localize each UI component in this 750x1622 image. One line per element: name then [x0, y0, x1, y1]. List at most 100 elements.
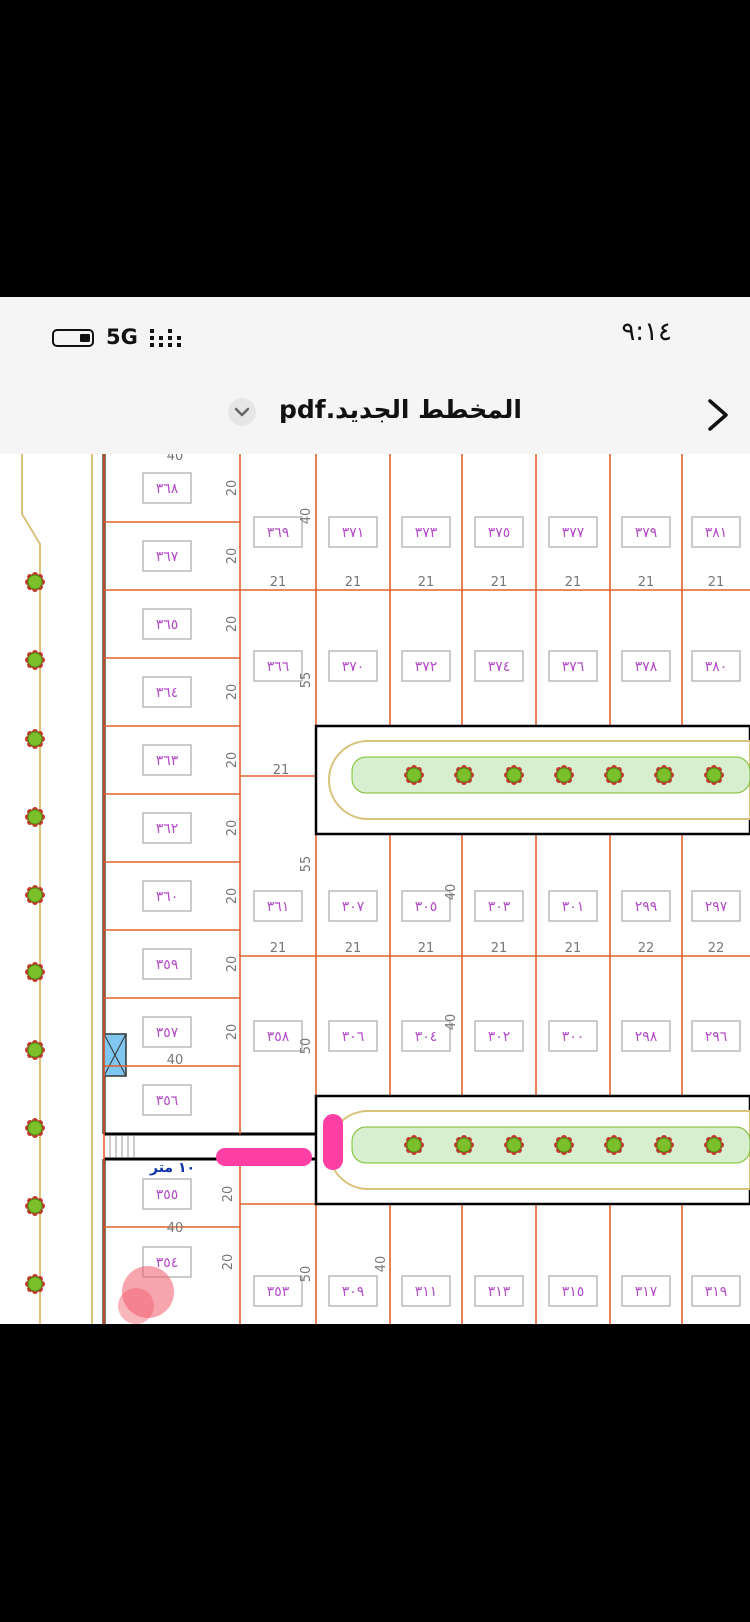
lot-number: ٣٨٠ [705, 659, 728, 675]
lot-number: ٣٧٧ [562, 525, 585, 541]
dimension-label: 20 [225, 548, 240, 565]
tree-icon [654, 765, 674, 785]
lot-number: ٣٧٣ [415, 525, 438, 541]
lot-number: ٣٥٣ [267, 1284, 290, 1300]
dimension-label: 20 [221, 1254, 236, 1271]
tree-icon [604, 765, 624, 785]
tree-icon [25, 650, 45, 670]
dimension-label: 21 [273, 763, 290, 778]
document-title[interactable]: المخطط الجديد.pdf [279, 395, 522, 424]
tree-icon [404, 1135, 424, 1155]
dimension-label: 40 [167, 1053, 184, 1068]
tree-icon [25, 962, 45, 982]
lot-number: ٣٥٧ [156, 1025, 179, 1041]
lot-number: ٣٦٥ [156, 617, 179, 633]
dimension-label: 20 [225, 752, 240, 769]
dimension-label: 21 [270, 575, 287, 590]
lot-number: ٣٦٨ [156, 481, 179, 497]
pink-highlight-marker [216, 1148, 312, 1166]
lot-number: ٣٦٩ [267, 525, 290, 541]
lot-number: ٣٦٢ [156, 821, 179, 837]
red-stain [122, 1266, 174, 1318]
lot-number: ٣٠٥ [415, 899, 438, 915]
lot-number: ٣٧١ [342, 525, 365, 541]
pink-highlight-marker [323, 1114, 343, 1170]
lot-number: ٣٠٩ [342, 1284, 365, 1300]
street-hatch [109, 1136, 135, 1157]
dimension-label: 20 [225, 888, 240, 905]
lot-lines [103, 454, 750, 1324]
lot-number: ٣١٥ [562, 1284, 585, 1300]
lot-number: ٣٧٤ [488, 659, 511, 675]
network-type: 5G [106, 325, 138, 349]
lot-number: ٣١٧ [635, 1284, 658, 1300]
dimension-label: 40 [374, 1256, 389, 1273]
left-tree-row [25, 572, 45, 1294]
dimension-label: 21 [418, 575, 435, 590]
tree-icon [404, 765, 424, 785]
lot-number: ٣٦٤ [156, 685, 179, 701]
street-width-label: ١٠ متر [150, 1160, 196, 1176]
tree-icon [704, 765, 724, 785]
battery-icon [52, 329, 94, 347]
dimension-label: 21 [638, 575, 655, 590]
chevron-right-icon[interactable] [700, 395, 734, 435]
dimension-label: 40 [444, 1014, 459, 1031]
lot-number: ٣٦٣ [156, 753, 179, 769]
lot-number: ٣١٩ [705, 1284, 728, 1300]
dimension-label: 20 [225, 956, 240, 973]
dimension-label: 55 [299, 672, 314, 689]
dimension-label: 21 [565, 941, 582, 956]
status-bar: 5G ٩:١٤ [0, 297, 750, 377]
dimension-label: 21 [491, 941, 508, 956]
dimension-label: 20 [225, 616, 240, 633]
dimension-label: 40 [167, 1221, 184, 1236]
tree-icon [25, 1118, 45, 1138]
lot-number: ٢٩٧ [705, 899, 728, 915]
tree-icon [704, 1135, 724, 1155]
dimension-label: 20 [225, 684, 240, 701]
lot-number: ٣١٣ [488, 1284, 511, 1300]
dimension-label: 40 [444, 884, 459, 901]
lot-number: ٣٠٤ [415, 1029, 438, 1045]
dimension-label: 40 [167, 454, 184, 464]
lot-number: ٣٦٧ [156, 549, 179, 565]
lot-number: ٣٦٦ [267, 659, 290, 675]
lot-number: ٣٠٠ [562, 1029, 585, 1045]
lot-number: ٣٧٩ [635, 525, 658, 541]
tree-icon [554, 765, 574, 785]
lot-number: ٣٧٥ [488, 525, 511, 541]
lot-number: ٣٥٤ [156, 1255, 179, 1271]
pdf-viewer-screen: 5G ٩:١٤ المخطط الجديد.pdf [0, 297, 750, 1324]
tree-icon [25, 1274, 45, 1294]
tree-icon [454, 1135, 474, 1155]
chevron-down-icon[interactable] [228, 398, 256, 426]
tree-icon [504, 765, 524, 785]
dimension-label: 40 [299, 508, 314, 525]
lot-number: ٣٥٦ [156, 1093, 179, 1109]
median-b [314, 1094, 750, 1206]
dimension-label: 21 [345, 575, 362, 590]
dimension-label: 20 [225, 1024, 240, 1041]
tree-icon [554, 1135, 574, 1155]
left-green-strip [21, 454, 93, 1324]
lot-number: ٣٨١ [705, 525, 728, 541]
tree-icon [25, 729, 45, 749]
status-time: ٩:١٤ [621, 317, 672, 347]
lot-number: ٣٦١ [267, 899, 290, 915]
dimension-label: 22 [638, 941, 655, 956]
lot-number: ٣٧٠ [342, 659, 365, 675]
lot-number: ٣٥٥ [156, 1187, 179, 1203]
dimension-label: 21 [418, 941, 435, 956]
tree-icon [25, 807, 45, 827]
lot-number: ٢٩٨ [635, 1029, 658, 1045]
lot-number: ٢٩٩ [635, 899, 658, 915]
dimension-label: 21 [491, 575, 508, 590]
dimension-label: 21 [565, 575, 582, 590]
tree-icon [654, 1135, 674, 1155]
tree-icon [25, 1196, 45, 1216]
dimension-label: 21 [270, 941, 287, 956]
dimension-label: 50 [299, 1266, 314, 1283]
dimension-label: 22 [708, 941, 725, 956]
